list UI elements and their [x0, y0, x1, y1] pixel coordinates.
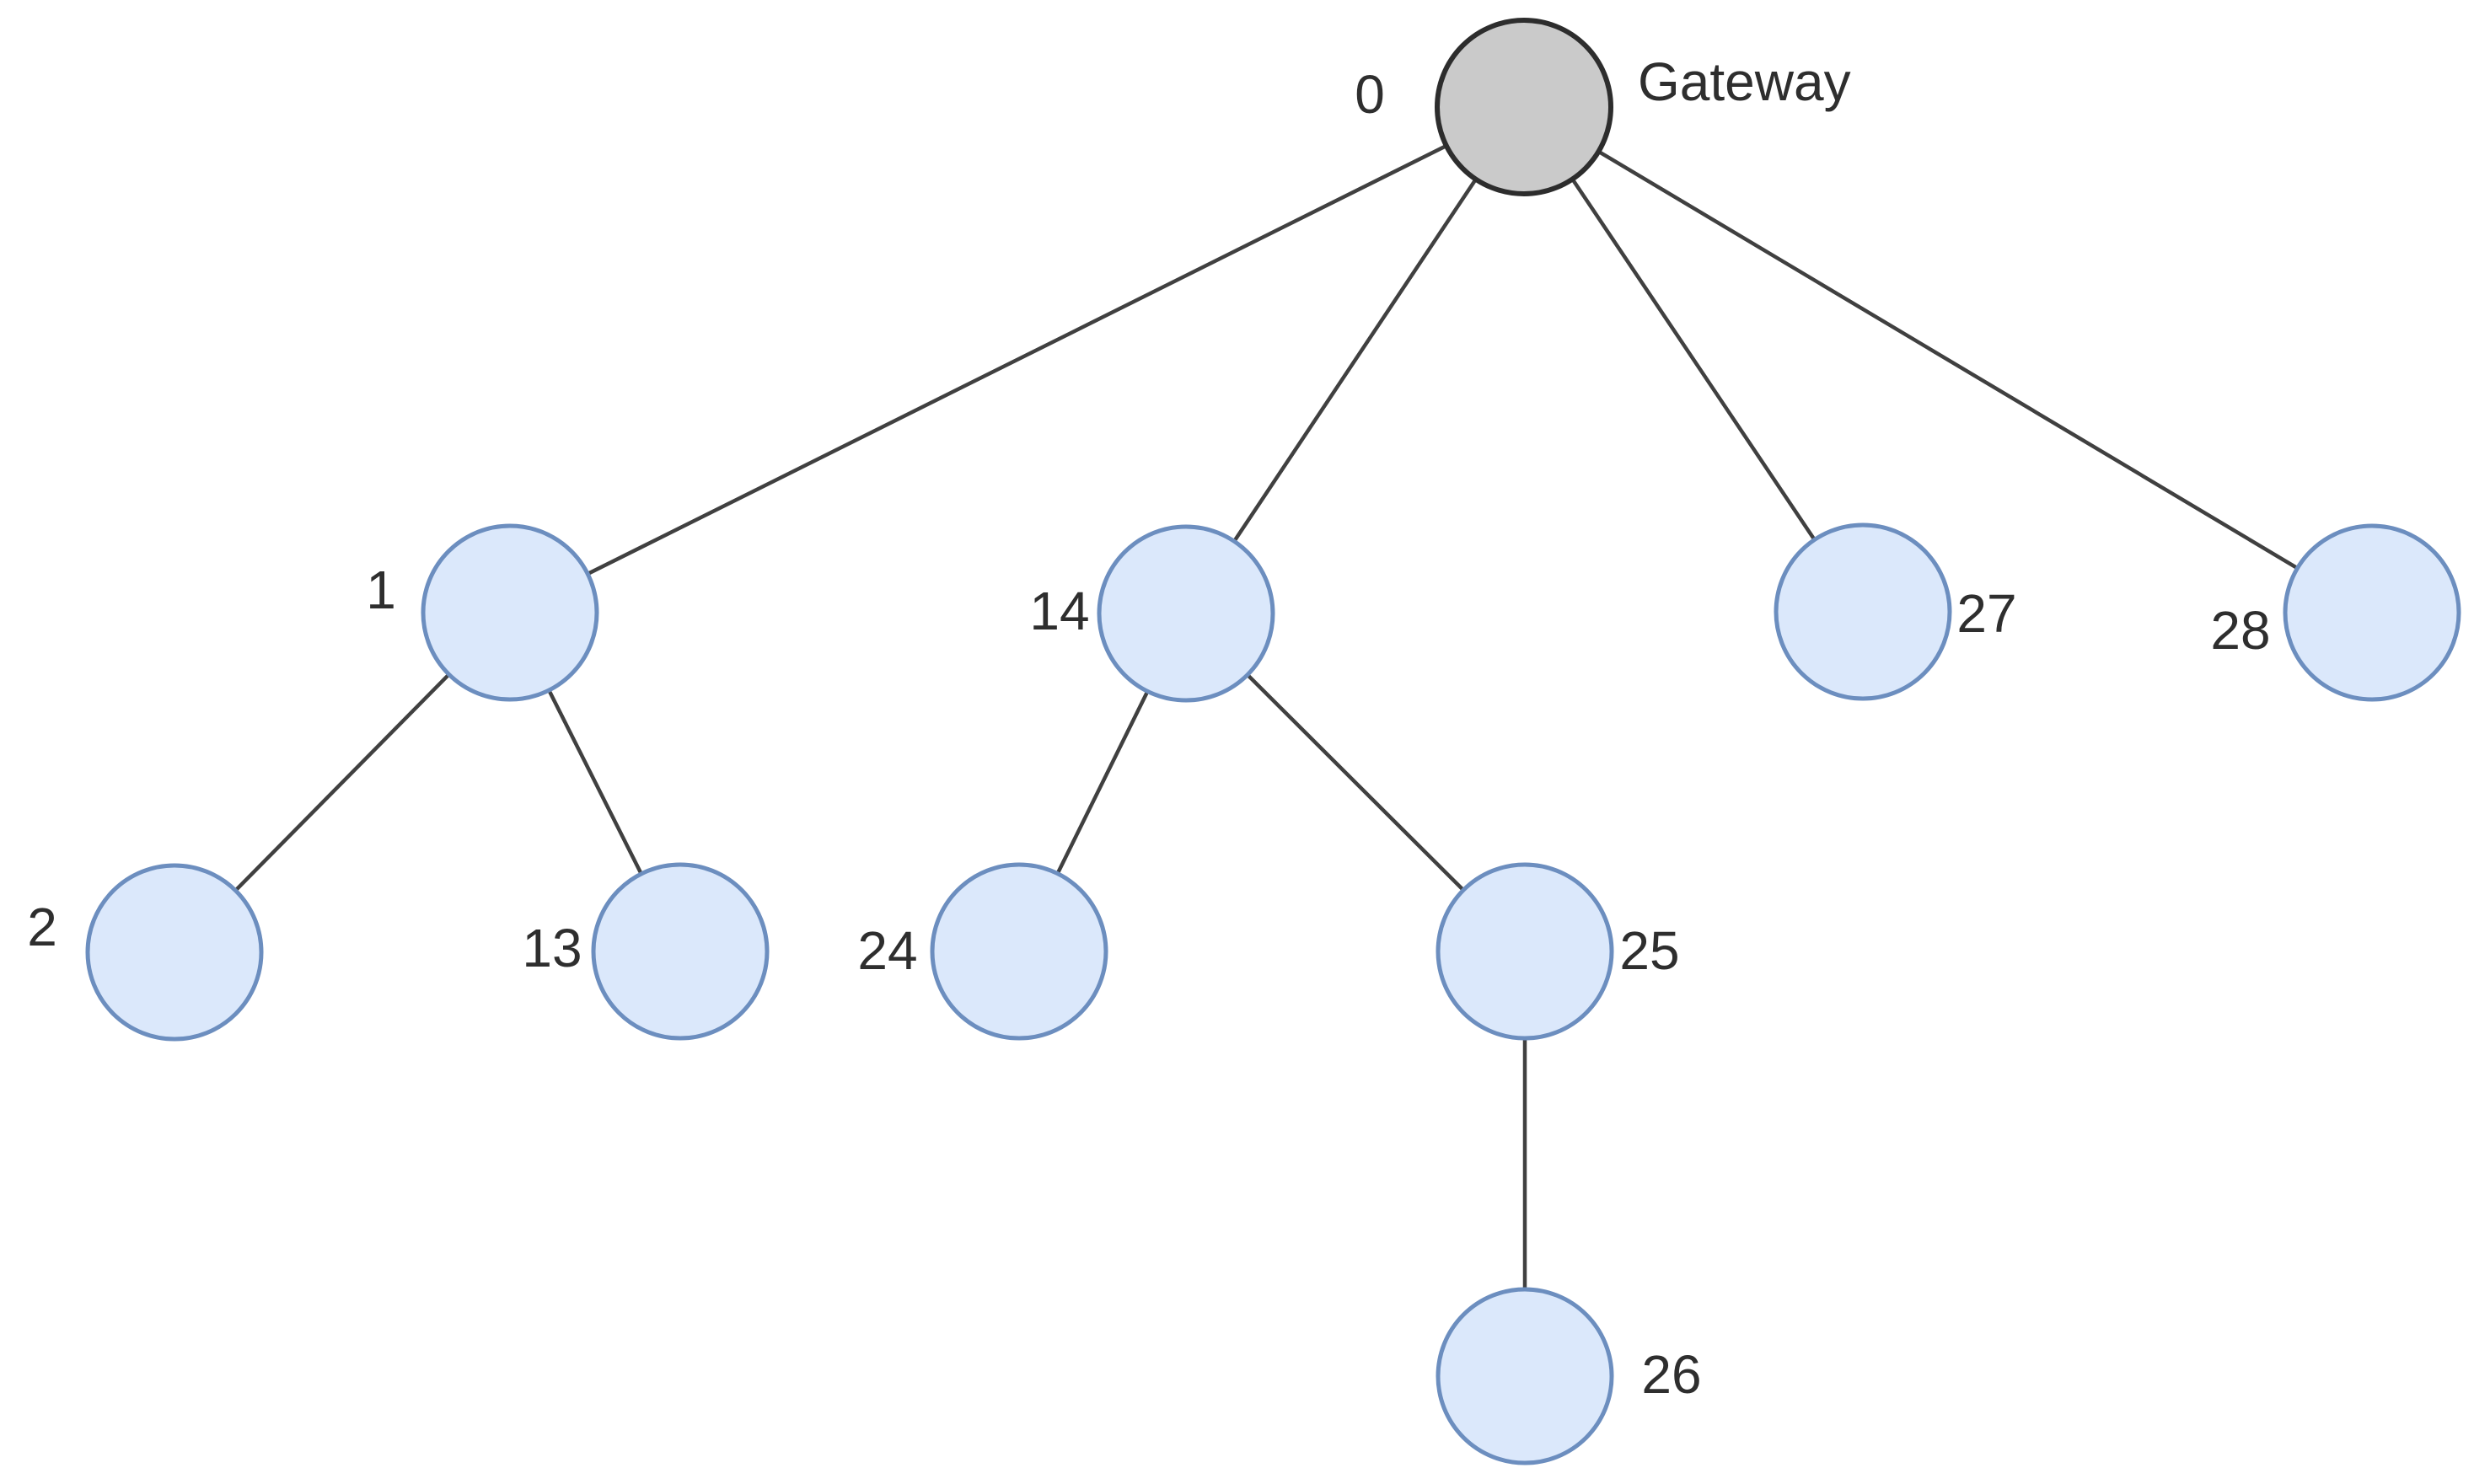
edge-0-14: [1184, 105, 1526, 615]
node-label-0-name: Gateway: [1638, 51, 1851, 112]
edge-0-28: [1522, 105, 2374, 614]
node-label-25: 25: [1619, 920, 1679, 981]
device-node-28[interactable]: [2283, 523, 2461, 702]
device-node-2[interactable]: [85, 863, 264, 1042]
node-label-24: 24: [857, 920, 917, 981]
node-label-1: 1: [366, 560, 396, 620]
node-label-14: 14: [1029, 581, 1089, 641]
node-label-28: 28: [2210, 600, 2270, 661]
node-label-0: 0: [1355, 64, 1385, 125]
node-label-27: 27: [1956, 583, 2016, 644]
device-node-1[interactable]: [421, 523, 599, 702]
device-node-27[interactable]: [1774, 522, 1952, 701]
edge-0-27: [1522, 105, 1865, 613]
device-node-26[interactable]: [1436, 1287, 1614, 1465]
device-node-25[interactable]: [1436, 862, 1614, 1041]
edge-0-1: [508, 104, 1526, 615]
gateway-node-0[interactable]: [1435, 18, 1613, 196]
node-label-26: 26: [1641, 1344, 1701, 1405]
device-node-13[interactable]: [591, 862, 770, 1041]
node-label-13: 13: [522, 918, 582, 978]
device-node-24[interactable]: [930, 862, 1108, 1041]
device-node-14[interactable]: [1097, 524, 1275, 703]
node-label-2: 2: [27, 897, 57, 957]
